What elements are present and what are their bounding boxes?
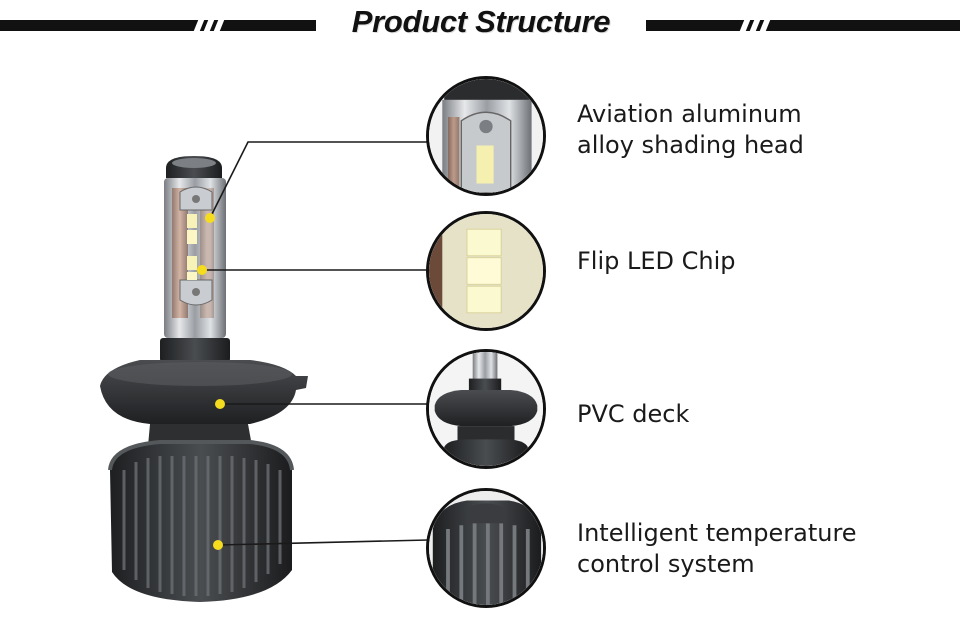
marker-dot-pvc-deck — [215, 399, 225, 409]
leader-lines — [202, 141, 429, 546]
label-led-chip: Flip LED Chip — [577, 246, 736, 277]
page-title: Product Structure — [351, 4, 611, 39]
pvc-deck — [100, 360, 308, 424]
label-shading-head-line2: alloy shading head — [577, 131, 804, 159]
label-temperature-control-line1: Intelligent temperature — [577, 519, 857, 547]
shading-head — [166, 156, 222, 178]
label-pvc-deck-line1: PVC deck — [577, 400, 690, 428]
label-pvc-deck: PVC deck — [577, 399, 689, 430]
detail-circle-shading-head — [426, 76, 546, 196]
label-temperature-control-line2: control system — [577, 550, 755, 578]
heatsink — [108, 424, 294, 602]
header-bar-right — [646, 20, 960, 31]
detail-circle-temperature-control — [426, 488, 546, 608]
markers — [197, 213, 225, 550]
label-shading-head: Aviation aluminum alloy shading head — [577, 99, 804, 161]
leader-line-shading-head — [209, 141, 428, 219]
aluminum-tube — [164, 178, 226, 338]
marker-dot-shading-head — [205, 213, 215, 223]
header-bar-left — [0, 20, 316, 31]
detail-circle-pvc-deck — [426, 349, 546, 469]
label-temperature-control: Intelligent temperature control system — [577, 518, 857, 580]
marker-dot-temperature-control — [213, 540, 223, 550]
marker-dot-led-chip — [197, 265, 207, 275]
section-header: Product Structure — [0, 0, 960, 52]
bulb-neck — [160, 338, 230, 362]
leader-line-temperature-control — [217, 539, 429, 546]
detail-circle-led-chip — [426, 211, 546, 331]
label-led-chip-line1: Flip LED Chip — [577, 247, 736, 275]
label-shading-head-line1: Aviation aluminum — [577, 100, 802, 128]
